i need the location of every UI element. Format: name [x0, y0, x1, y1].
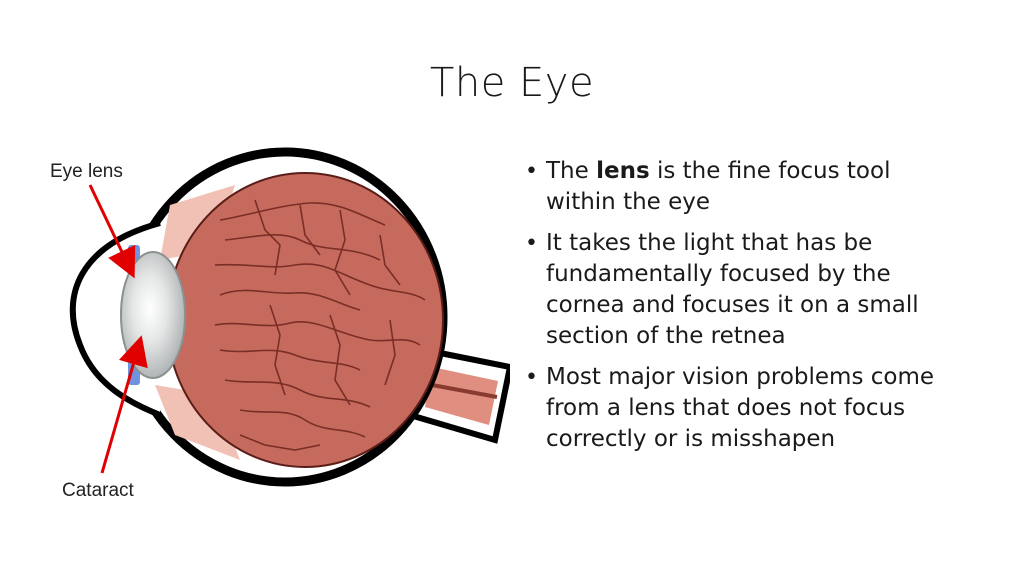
bullet-bold-term: lens	[596, 158, 650, 184]
bullet-item: • It takes the light that has be fundame…	[522, 228, 962, 352]
blood-vessels	[214, 199, 426, 451]
retina-interior	[166, 172, 444, 468]
bullet-text: It takes the light that has be fundament…	[546, 230, 919, 349]
slide-title: The Eye	[429, 60, 595, 106]
bullet-text-part: The	[546, 158, 597, 184]
ciliary-body-bottom	[155, 385, 240, 460]
bullet-text-part: is the fine focus tool within the eye	[546, 158, 891, 215]
bullet-text: The lens is the fine focus tool within t…	[546, 158, 890, 215]
cataract-label: Cataract	[62, 480, 134, 501]
bullet-dot: •	[525, 231, 538, 256]
bullet-item: • Most major vision problems come from a…	[522, 362, 962, 455]
eye-diagram	[69, 147, 510, 487]
bullet-text: Most major vision problems come from a l…	[546, 364, 935, 452]
bullet-item: • The lens is the fine focus tool within…	[522, 156, 962, 218]
eye-lens-arrow	[88, 184, 136, 279]
bullet-dot: •	[525, 365, 538, 390]
bullet-dot: •	[525, 159, 538, 184]
eye-lens-label: Eye lens	[50, 161, 123, 182]
cataract-arrow	[100, 335, 148, 474]
bullet-list: • The lens is the fine focus tool within…	[522, 156, 962, 465]
